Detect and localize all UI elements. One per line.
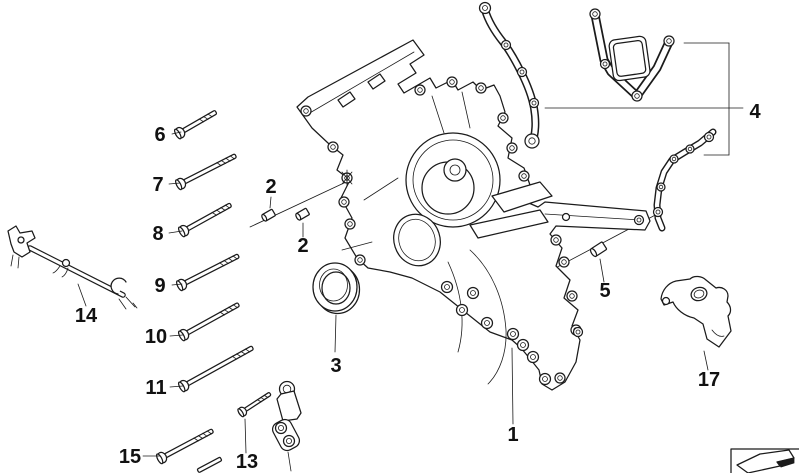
callout-14: 14: [75, 305, 98, 327]
dowel-2b: [295, 207, 310, 221]
direction-arrow-icon: [736, 449, 795, 473]
support-bracket: [660, 275, 732, 348]
dowel-2a: [261, 208, 276, 222]
bolt-6: [173, 110, 218, 140]
gasket-upper-cover: [589, 8, 675, 102]
callout-4: 4: [749, 101, 761, 123]
callout-13: 13: [236, 451, 258, 473]
bolt-8: [177, 202, 232, 238]
bolt-13: [237, 392, 272, 418]
callout-3: 3: [330, 355, 341, 377]
callout-15: 15: [119, 446, 141, 468]
sensor-rail: [7, 225, 138, 310]
leader-lines: [77, 131, 709, 472]
callout-2a: 2: [265, 176, 276, 198]
bolt-7: [174, 153, 237, 191]
callout-17: 17: [698, 369, 720, 391]
callout-9: 9: [154, 275, 165, 297]
dowel-pins: [261, 207, 608, 258]
link-bracket: [271, 380, 302, 452]
bolt-15: [155, 428, 214, 465]
gasket-long-strip: [478, 1, 540, 149]
bolt-10: [177, 302, 240, 342]
callout-11: 11: [145, 377, 166, 399]
callout-2b: 2: [297, 235, 308, 257]
bolt-partial: [196, 456, 223, 473]
callout-8: 8: [152, 223, 163, 245]
dowel-seat-mark: [341, 169, 353, 187]
callout-4-bracket: [544, 42, 744, 156]
bolt-bosses: [300, 76, 584, 386]
timing-case-housing: [296, 39, 651, 391]
bolt-11: [177, 345, 254, 393]
bolt-9: [175, 253, 240, 292]
callout-6: 6: [154, 124, 165, 146]
corner-box: [730, 448, 799, 473]
bolts: [155, 110, 272, 473]
seal-ring: [312, 262, 361, 315]
gasket-lower-strip: [652, 128, 717, 232]
dowel-5: [589, 241, 608, 258]
callout-labels: 6 7 8 9 10 11 15 14 2 2 3 13 1 5 17 4: [75, 101, 762, 473]
callout-5: 5: [599, 280, 610, 302]
callout-7: 7: [152, 174, 163, 196]
callout-1: 1: [507, 424, 518, 446]
callout-10: 10: [145, 326, 167, 348]
